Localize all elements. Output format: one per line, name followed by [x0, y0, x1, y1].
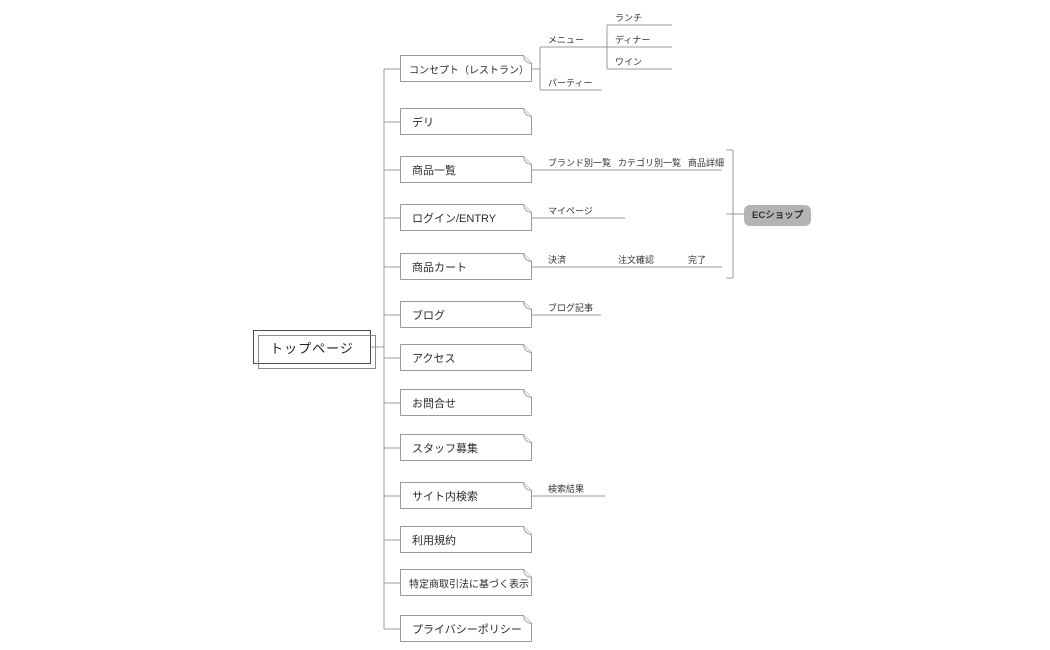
- page-corner-icon: [520, 108, 532, 120]
- root-node-top-page[interactable]: トップページ: [253, 330, 376, 369]
- page-corner-icon: [520, 482, 532, 494]
- sub-node-label[interactable]: ブログ記事: [548, 303, 594, 313]
- tree-node[interactable]: お問合せ: [400, 389, 532, 416]
- tree-node-label: コンセプト（レストラン）: [409, 65, 529, 76]
- sub-node-label[interactable]: ランチ: [615, 13, 643, 23]
- sub-node-label[interactable]: カテゴリ別一覧: [618, 158, 682, 168]
- tree-node-label: プライバシーポリシー: [412, 623, 522, 636]
- tree-node[interactable]: デリ: [400, 108, 532, 135]
- tree-node[interactable]: コンセプト（レストラン）: [400, 55, 532, 82]
- sub-node-label[interactable]: ワイン: [615, 57, 643, 67]
- tree-node[interactable]: 商品一覧: [400, 156, 532, 183]
- sub-node-label[interactable]: 検索結果: [548, 484, 585, 494]
- tree-node-label: お問合せ: [412, 397, 456, 410]
- page-corner-icon: [520, 156, 532, 168]
- page-corner-icon: [520, 526, 532, 538]
- page-corner-icon: [520, 389, 532, 401]
- sub-node-label[interactable]: ディナー: [615, 35, 651, 45]
- sub-node-label[interactable]: マイページ: [548, 206, 593, 216]
- tree-node[interactable]: プライバシーポリシー: [400, 615, 532, 642]
- sub-node-label[interactable]: メニュー: [548, 35, 585, 45]
- tree-node[interactable]: ブログ: [400, 301, 532, 328]
- page-corner-icon: [520, 434, 532, 446]
- sub-node-label[interactable]: 注文確認: [618, 255, 655, 265]
- group-badge-ec-shop[interactable]: ECショップ: [744, 205, 812, 226]
- tree-node-label: ログイン/ENTRY: [412, 212, 497, 225]
- tree-node[interactable]: 特定商取引法に基づく表示: [400, 569, 532, 596]
- tree-node-label: 商品一覧: [412, 164, 456, 177]
- tree-node[interactable]: ログイン/ENTRY: [400, 204, 532, 231]
- page-corner-icon: [520, 344, 532, 356]
- sub-node-label[interactable]: 商品詳細: [688, 158, 725, 168]
- sub-node-label[interactable]: ブランド別一覧: [548, 158, 612, 168]
- tree-node-label: スタッフ募集: [412, 442, 478, 455]
- page-corner-icon: [520, 253, 532, 265]
- page-corner-icon: [520, 615, 532, 627]
- tree-node-label: 利用規約: [412, 534, 456, 547]
- tree-node[interactable]: スタッフ募集: [400, 434, 532, 461]
- tree-node-label: デリ: [412, 116, 434, 129]
- tree-node-label: 特定商取引法に基づく表示: [409, 579, 529, 590]
- tree-node-label: サイト内検索: [412, 490, 478, 503]
- tree-node[interactable]: サイト内検索: [400, 482, 532, 509]
- sub-node-label[interactable]: 完了: [688, 255, 707, 265]
- tree-node-label: ブログ: [412, 309, 445, 322]
- page-corner-icon: [520, 301, 532, 313]
- tree-node-label: 商品カート: [412, 261, 467, 274]
- tree-node[interactable]: アクセス: [400, 344, 532, 371]
- page-corner-icon: [520, 55, 532, 67]
- page-corner-icon: [520, 569, 532, 581]
- page-corner-icon: [520, 204, 532, 216]
- tree-node[interactable]: 商品カート: [400, 253, 532, 280]
- sub-node-label[interactable]: パーティー: [548, 78, 593, 88]
- sub-node-label[interactable]: 決済: [548, 255, 567, 265]
- root-node-label: トップページ: [270, 340, 354, 356]
- tree-node[interactable]: 利用規約: [400, 526, 532, 553]
- tree-node-label: アクセス: [412, 352, 456, 365]
